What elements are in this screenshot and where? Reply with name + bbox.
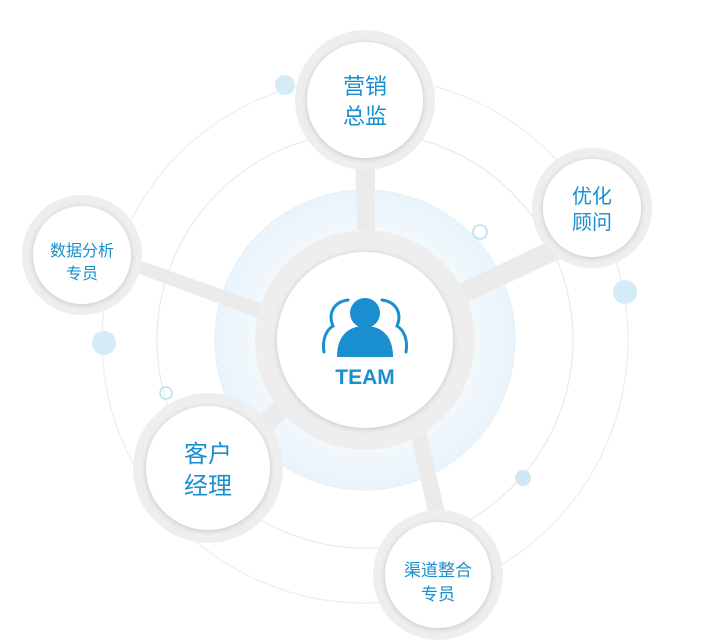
bubble-dot: [92, 331, 116, 355]
role-line-1: 优化: [572, 184, 612, 208]
node-core: [146, 406, 270, 530]
role-channel-integration[interactable]: 渠道整合 专员: [373, 510, 503, 640]
connector-data: [128, 256, 294, 330]
bubble-dot: [275, 75, 295, 95]
bubble-dot: [613, 280, 637, 304]
role-line-2: 专员: [66, 264, 98, 283]
node-core: [307, 42, 423, 158]
role-data-analyst[interactable]: 数据分析 专员: [22, 195, 142, 315]
role-line-2: 总监: [343, 105, 387, 130]
node-core: [33, 206, 131, 304]
team-people-icon: [322, 298, 408, 357]
role-line-1: 客户: [184, 440, 232, 468]
role-account-manager[interactable]: 客户 经理: [133, 393, 283, 543]
decorative-bubbles: [92, 75, 637, 486]
bubble-ring: [159, 386, 173, 400]
bubble-dot: [515, 470, 531, 486]
role-line-2: 顾问: [572, 210, 612, 234]
role-optimization-consultant[interactable]: 优化 顾问: [532, 148, 652, 268]
role-line-1: 数据分析: [50, 241, 114, 260]
center-hub: TEAM: [255, 230, 475, 450]
role-line-1: 渠道整合: [404, 561, 472, 581]
node-core: [543, 159, 641, 257]
role-line-2: 专员: [421, 585, 455, 605]
team-label: TEAM: [335, 366, 395, 389]
role-marketing-director[interactable]: 营销 总监: [295, 30, 435, 170]
role-line-2: 经理: [184, 472, 232, 500]
role-line-1: 营销: [343, 75, 387, 100]
node-core: [385, 522, 491, 628]
bubble-ring: [472, 224, 488, 240]
